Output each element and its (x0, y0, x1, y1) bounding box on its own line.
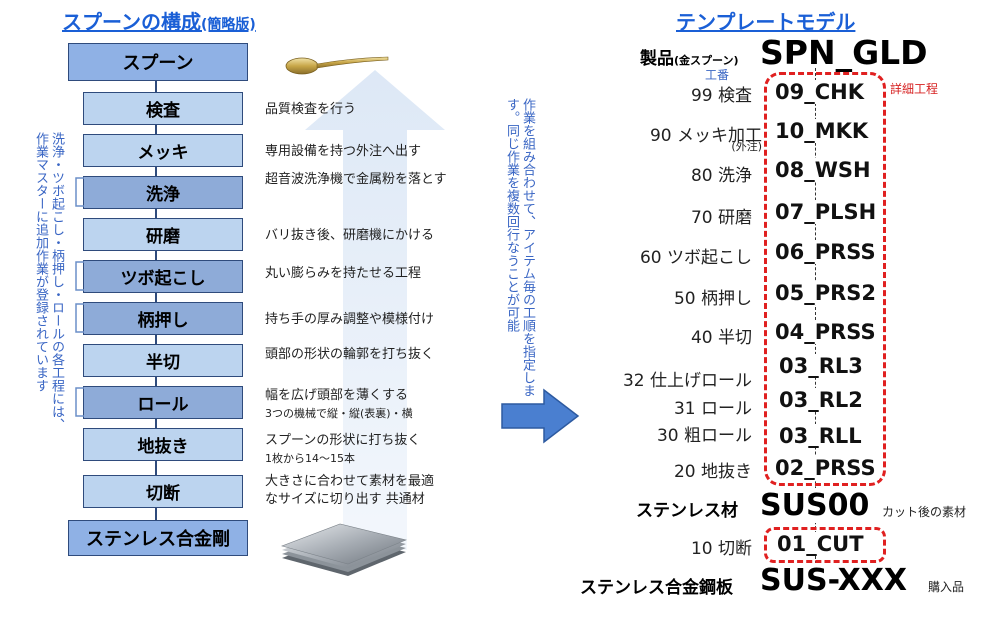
product-label: 製品(金スプーン) (640, 44, 739, 69)
up-arrow-background (305, 70, 445, 550)
step-cutting: 切断 (83, 475, 243, 508)
extra-task-brackets (75, 177, 84, 417)
detail-process-group (764, 72, 886, 486)
step-label: 検査 (146, 101, 180, 121)
row-code-washing: 08_WSH (772, 158, 874, 182)
step-label: ツボ起こし (120, 269, 206, 289)
left-title-text: スプーンの構成 (62, 10, 201, 34)
row-code-handle-press: 05_PRS2 (772, 281, 880, 305)
row-label-polishing: 70 研磨 (690, 208, 752, 228)
cut-code: 01_CUT (774, 532, 867, 556)
desc-polishing: バリ抜き後、研磨機にかける (265, 228, 435, 243)
step-roll: ロール (83, 386, 243, 419)
plate-note: 購入品 (928, 580, 965, 594)
step-label: 半切 (146, 353, 180, 373)
row-code-inspection: 09_CHK (772, 80, 867, 104)
product-sub: (金スプーン) (674, 54, 739, 67)
row-code-finish-roll: 03_RL3 (776, 354, 866, 378)
step-label: 柄押し (137, 311, 189, 331)
step-stainless-alloy: ステンレス合金剛 (68, 520, 248, 556)
desc-handle-press: 持ち手の厚み調整や模様付け (265, 312, 435, 327)
row-code-rough-roll: 03_RLL (776, 424, 865, 448)
step-label: 洗浄 (146, 185, 180, 205)
product-label-text: 製品 (640, 49, 674, 69)
step-half-cut: 半切 (83, 344, 243, 377)
step-spoon: スプーン (68, 43, 248, 81)
right-arrow (501, 388, 580, 444)
desc-roll: 幅を広げ頭部を薄くする (265, 388, 409, 403)
cut-label: 10 切断 (690, 539, 752, 559)
steel-plate-image (281, 523, 407, 576)
cut-process-group (764, 527, 886, 563)
desc-cutting-line2: なサイズに切り出す 共通材 (265, 492, 425, 507)
row-label-blanking: 20 地抜き (673, 462, 752, 482)
step-plating: メッキ (83, 134, 243, 167)
desc-plating: 専用設備を持つ外注へ出す (265, 144, 422, 159)
desc-half-cut: 頭部の形状の輪郭を打ち抜く (265, 347, 435, 362)
desc-blanking-sub: 1枚から14～15本 (265, 452, 355, 465)
row-code-roll: 03_RL2 (776, 388, 866, 412)
left-title-note: (簡略版) (201, 17, 256, 33)
row-label-bowl-forming: 60 ツボ起こし (639, 248, 752, 268)
plate-code: SUS-XXX (760, 563, 907, 598)
step-bowl-forming: ツボ起こし (83, 260, 243, 293)
step-label: ステンレス合金剛 (86, 529, 230, 550)
step-washing: 洗浄 (83, 176, 243, 209)
row-label-roll: 31 ロール (673, 399, 752, 419)
row-label-rough-roll: 30 粗ロール (656, 426, 752, 446)
row-label-handle-press: 50 柄押し (673, 289, 752, 309)
step-label: メッキ (137, 143, 189, 163)
row-label-inspection: 99 検査 (690, 86, 752, 106)
spoon-image (285, 56, 389, 75)
desc-bowl-forming: 丸い膨らみを持たせる工程 (265, 266, 422, 281)
product-code: SPN_GLD (760, 33, 928, 72)
plate-label: ステンレス合金鋼板 (580, 578, 733, 598)
right-title: テンプレートモデル (676, 10, 856, 34)
row-sub-plating: (外注) (731, 140, 762, 153)
stainless-code: SUS00 (760, 488, 870, 523)
desc-cutting: 大きさに合わせて素材を最適 (265, 474, 435, 489)
row-code-half-cut: 04_PRSS (772, 320, 879, 344)
koban-label: 工番 (705, 68, 730, 82)
step-handle-press: 柄押し (83, 302, 243, 335)
step-label: スプーン (122, 53, 194, 74)
desc-roll-sub: 3つの機械で縦・縦(表裏)・横 (265, 407, 413, 420)
row-label-finish-roll: 32 仕上げロール (622, 371, 752, 391)
row-code-blanking: 02_PRSS (772, 456, 879, 480)
step-blanking: 地抜き (83, 428, 243, 461)
step-inspection: 検査 (83, 92, 243, 125)
step-label: 研磨 (146, 227, 180, 247)
desc-inspection: 品質検査を行う (265, 102, 357, 117)
step-label: 切断 (146, 484, 180, 504)
row-code-bowl-forming: 06_PRSS (772, 240, 879, 264)
extra-task-note: 洗浄・ツボ起こし・柄押し・ロールの各工程には、作業マスターに追加作業が登録されて… (33, 132, 64, 431)
combination-note: 作業を組み合わせて、アイテム毎の工順を指定します。同じ作業を複数回行なうことが可… (504, 98, 535, 397)
stainless-label: ステンレス材 (636, 501, 738, 521)
row-code-polishing: 07_PLSH (772, 200, 880, 224)
step-polishing: 研磨 (83, 218, 243, 251)
step-label: ロール (137, 395, 189, 415)
stainless-note: カット後の素材 (882, 505, 967, 519)
desc-blanking: スプーンの形状に打ち抜く (265, 433, 421, 448)
row-label-washing: 80 洗浄 (690, 166, 752, 186)
flow-line (155, 80, 157, 520)
row-label-half-cut: 40 半切 (690, 328, 752, 348)
step-label: 地抜き (137, 437, 189, 457)
desc-washing: 超音波洗浄機で金属粉を落とす (265, 172, 447, 187)
row-code-plating: 10_MKK (772, 119, 872, 143)
detail-process-label: 詳細工程 (890, 82, 939, 96)
row-label-plating: 90 メッキ加工 (649, 126, 762, 146)
left-title: スプーンの構成(簡略版) (62, 6, 256, 35)
